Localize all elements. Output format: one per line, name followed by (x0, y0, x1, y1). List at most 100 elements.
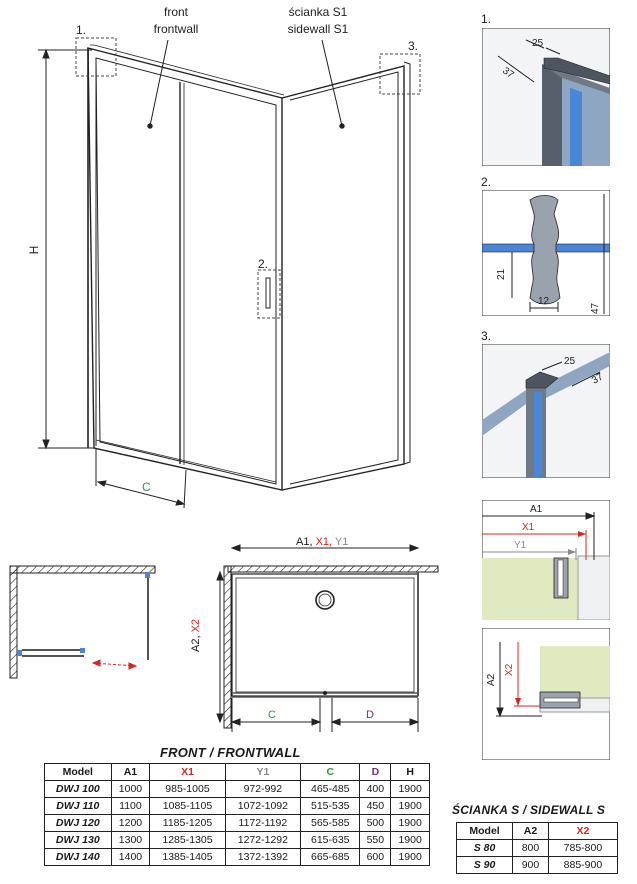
shower-tray (231, 573, 419, 697)
cell: 1900 (390, 848, 430, 866)
cell: DWJ 110 (44, 797, 112, 815)
cell: DWJ 140 (44, 848, 112, 866)
cell: 1100 (110, 797, 151, 815)
detail-3-dim-37: 37 (590, 371, 606, 386)
cell: 515-535 (300, 797, 361, 815)
perspective-view: H 1. 2. 3. front frontwall ścianka S1 si… (27, 5, 421, 509)
frontwall-label: frontwall (154, 22, 199, 36)
detail-5-x2: X2 (504, 663, 515, 676)
col-h: H (390, 763, 430, 781)
side-panel-frame (281, 61, 411, 491)
detail-2-dim-47: 47 (590, 302, 601, 314)
front-table-title: FRONT / FRONTWALL (160, 745, 301, 760)
detail-1-marker (75, 37, 117, 77)
col-a1: A1 (110, 763, 151, 781)
cell: 565-585 (300, 814, 361, 832)
front-table-header: Model A1 X1 Y1 C D H (44, 763, 430, 781)
dim-a2-label: A2, (190, 635, 202, 652)
cell: 1900 (390, 797, 430, 815)
cell: 615-635 (300, 831, 361, 849)
detail-2-view: 21 12 47 (482, 190, 610, 316)
cell: 1900 (390, 831, 430, 849)
detail-2-number: 2. (481, 175, 492, 189)
cell: DWJ 100 (44, 780, 112, 798)
table-row: S 90 900 885-900 (455, 856, 619, 874)
cell: 665-685 (300, 848, 361, 866)
drain (315, 590, 335, 610)
detail-1-label: 1. (76, 23, 86, 37)
col-a2: A2 (512, 822, 549, 840)
cell: 500 (359, 814, 392, 832)
wall-left-plan (223, 565, 232, 729)
detail-3-label: 3. (408, 39, 418, 53)
detail-3-number: 3. (481, 329, 492, 343)
leader-lines (147, 39, 345, 129)
cell: 1085-1105 (149, 797, 226, 815)
wall-top (9, 565, 156, 574)
cell: 1272-1292 (224, 831, 302, 849)
cell: 785-800 (547, 839, 619, 857)
cell: 985-1005 (149, 780, 226, 798)
front-spec-table: Model A1 X1 Y1 C D H DWJ 100 1000 985-10… (44, 763, 430, 866)
detail-4-x1: X1 (522, 522, 535, 533)
cell: 1072-1092 (224, 797, 302, 815)
detail-4-y1: Y1 (514, 540, 527, 551)
detail-4-view: A1 X1 Y1 (482, 500, 610, 620)
dim-x1-label: X1, (312, 536, 333, 548)
cell: 800 (512, 839, 549, 857)
detail-2-label: 2. (258, 257, 268, 271)
wall-top-plan (227, 565, 439, 573)
front-panel-frame (87, 44, 285, 491)
detail-1-view: 25 37 (482, 28, 610, 166)
cell: 1172-1192 (224, 814, 302, 832)
col-y1: Y1 (224, 763, 302, 781)
dim-c-label: C (142, 480, 151, 494)
dim-y1-label: Y1 (332, 536, 349, 548)
col-c: C (300, 763, 361, 781)
side-spec-table: Model A2 X2 S 80 800 785-800 S 90 900 88… (455, 822, 619, 874)
table-row: DWJ 140 1400 1385-1405 1372-1392 665-685… (44, 848, 430, 866)
side-table-title: ŚCIANKA S / SIDEWALL S (452, 803, 606, 817)
plan-view-dimensions (216, 544, 439, 732)
cell: 465-485 (300, 780, 361, 798)
detail-4-a1: A1 (530, 504, 543, 515)
detail-1-number: 1. (481, 12, 492, 26)
table-row: DWJ 110 1100 1085-1105 1072-1092 515-535… (44, 797, 430, 815)
c-dimension (95, 448, 187, 509)
detail-5-view: A2 X2 (482, 628, 610, 760)
cell: 1200 (110, 814, 151, 832)
detail-2-marker (257, 269, 281, 319)
cell: 550 (359, 831, 392, 849)
cell: 600 (359, 848, 392, 866)
detail-2-dim-12: 12 (538, 296, 550, 307)
col-model: Model (455, 822, 514, 840)
cell: 972-992 (224, 780, 302, 798)
cell: S 80 (455, 839, 514, 857)
cell: 1400 (110, 848, 151, 866)
dim-c-plan-label: C (268, 709, 276, 721)
detail-2-dim-21: 21 (496, 268, 507, 280)
col-d: D (359, 763, 392, 781)
table-row: S 80 800 785-800 (455, 839, 619, 857)
handle (265, 277, 271, 309)
col-model: Model (44, 763, 112, 781)
detail-5-a2: A2 (486, 673, 497, 686)
cell: 450 (359, 797, 392, 815)
dim-h-label: H (27, 246, 41, 255)
cell: 1900 (390, 814, 430, 832)
plan-view-small (9, 565, 156, 679)
col-x2: X2 (547, 822, 619, 840)
cell: 1385-1405 (149, 848, 226, 866)
cell: 885-900 (547, 856, 619, 874)
cell: 1372-1392 (224, 848, 302, 866)
side-table-header: Model A2 X2 (455, 822, 619, 840)
cell: 1000 (110, 780, 151, 798)
cell: 900 (512, 856, 549, 874)
front-label: front (164, 5, 189, 19)
detail-3-view: 25 37 (482, 344, 610, 478)
dim-x2-label: X2 (190, 618, 202, 636)
col-x1: X1 (149, 763, 226, 781)
detail-3-dim-25: 25 (564, 356, 576, 367)
cell: 400 (359, 780, 392, 798)
sidewall-en-label: sidewall S1 (288, 22, 349, 36)
